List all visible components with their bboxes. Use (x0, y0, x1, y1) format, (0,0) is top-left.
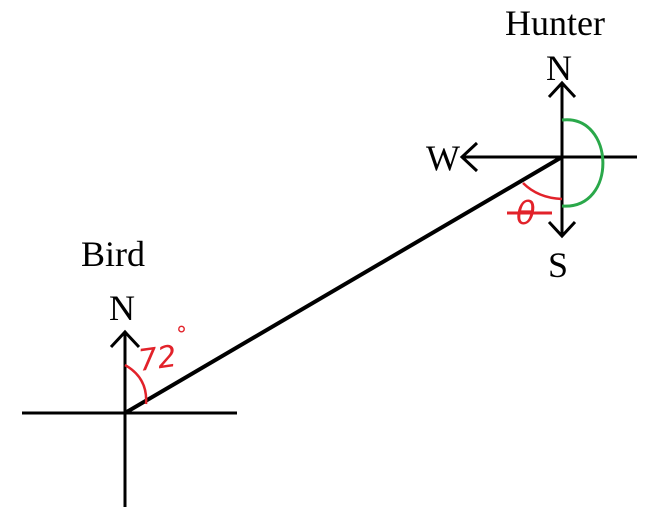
angle-72-degree-mark: ° (176, 323, 187, 348)
bird-north-arrowhead (109, 329, 141, 349)
bird-compass (22, 329, 237, 507)
hunter-south-arrowhead (547, 220, 577, 239)
hunter-label: Hunter (505, 3, 605, 43)
hunter-west-label: W (426, 138, 460, 178)
angle-72-arc (124, 363, 148, 405)
bird-label: Bird (81, 234, 145, 274)
hunter-north-label: N (546, 48, 572, 88)
hunter-south-label: S (548, 245, 568, 285)
hunter-north-arrowhead (547, 80, 577, 99)
hunter-west-arrowhead (459, 141, 479, 173)
angle-72-label: 72 (136, 339, 179, 379)
angle-theta-arc (522, 182, 563, 201)
bird-hunter-line (123, 155, 564, 415)
bird-north-label: N (109, 288, 135, 328)
hunter-compass (459, 80, 637, 239)
green-bearing-arc (561, 118, 605, 208)
